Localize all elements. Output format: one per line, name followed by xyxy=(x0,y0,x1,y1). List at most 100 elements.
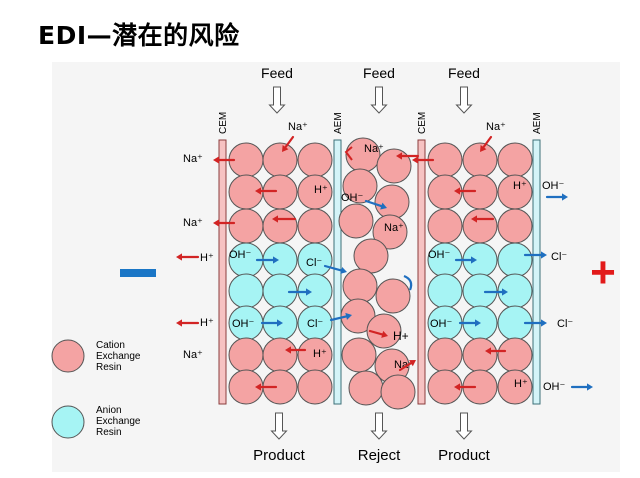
oh-arrow-m1 xyxy=(364,199,387,210)
cl-arrow-l1 xyxy=(323,264,347,274)
h-arrow-l1 xyxy=(255,187,278,195)
legend-anion-text-2: Resin xyxy=(96,427,122,438)
na-ion-label-l2: Na⁺ xyxy=(183,153,203,165)
na-arrow-l4 xyxy=(272,215,297,223)
oh-ion-label-r1: OH⁻ xyxy=(542,180,565,192)
oh-arrow-l2 xyxy=(260,319,283,327)
cation-bead-right-2-2 xyxy=(497,208,533,244)
anion-bead-right-3-2 xyxy=(497,242,533,278)
product-label-left: Product xyxy=(253,447,306,464)
cation-bead-right-7-2 xyxy=(497,369,533,405)
cl-arrow-r3-head xyxy=(541,319,547,327)
cl-arrow-l3-head xyxy=(345,312,352,320)
legend-cation-text-1: Exchange xyxy=(96,351,141,362)
cation-bead-right-2-0 xyxy=(427,208,463,244)
cl-arrow-l1-shaft xyxy=(323,264,343,272)
cl-ion-label-r2: Cl⁻ xyxy=(557,318,573,330)
cation-bead-middle-2 xyxy=(342,168,378,204)
oh-arrow-r2 xyxy=(454,256,477,264)
h-ion-label-l2: H⁺ xyxy=(200,252,214,264)
na-arrow-r4-head xyxy=(485,347,491,355)
cl-ion-label-l2: Cl⁻ xyxy=(307,318,323,330)
oh-arrow-r4-head xyxy=(587,383,593,391)
na-arrow-r1-head xyxy=(480,145,487,152)
feed-arrow-center xyxy=(370,86,388,114)
na-arrow-r1 xyxy=(480,135,493,152)
oh-ion-label-l1: OH⁻ xyxy=(229,249,252,261)
h-arrow-m1-head xyxy=(381,330,388,338)
cation-bead-middle-7 xyxy=(342,268,378,304)
oh-arrow-m1-shaft xyxy=(364,199,383,208)
cl-arrow-r2-head xyxy=(502,288,508,296)
h-ion-label-l4: H⁺ xyxy=(313,348,327,360)
na-arrow-r2-head xyxy=(412,156,418,164)
na-arrow-l1-shaft xyxy=(284,135,295,149)
product-arrow-left xyxy=(270,412,288,440)
oh-arrow-r2-head xyxy=(471,256,477,264)
oh-arrow-r4 xyxy=(570,383,593,391)
h-arrow-m1-shaft xyxy=(368,329,384,336)
cation-bead-right-2-1 xyxy=(462,208,498,244)
na-arrow-m2-head xyxy=(409,360,416,367)
oh-arrow-r3-head xyxy=(475,319,481,327)
reject-label: Reject xyxy=(358,447,401,464)
h-arrow-r4 xyxy=(454,383,477,391)
cation-bead-left-2-1 xyxy=(262,208,298,244)
na-arrow-r1-shaft xyxy=(482,135,493,149)
cation-bead-right-0-1 xyxy=(462,142,498,178)
oh-arrow-r1 xyxy=(545,193,568,201)
cation-bead-left-2-0 xyxy=(228,208,264,244)
feed-arrow-left xyxy=(268,86,286,114)
cl-arrow-l2 xyxy=(287,288,312,296)
feed-label-right: Feed xyxy=(448,65,480,81)
cation-bead-middle-11 xyxy=(341,337,377,373)
cation-bead-middle-5 xyxy=(372,214,408,250)
na-arrow-l3 xyxy=(213,219,236,227)
h-ion-label-l1: H⁺ xyxy=(314,184,328,196)
cl-arrow-l2-head xyxy=(306,288,312,296)
oh-ion-label-r4: OH⁻ xyxy=(543,381,566,393)
na-ion-label-m1: Na⁺ xyxy=(364,143,384,155)
na-arrow-r2 xyxy=(412,156,435,164)
cation-bead-left-7-2 xyxy=(297,369,333,405)
na-ion-label-l3: Na⁺ xyxy=(183,217,203,229)
h-arrow-l2-head xyxy=(176,253,182,261)
aem-membrane-left xyxy=(333,139,342,405)
na-arrow-l2-head xyxy=(213,156,219,164)
na-ion-label-m2: Na⁺ xyxy=(384,222,404,234)
cation-bead-left-0-1 xyxy=(262,142,298,178)
cl-arrow-l1-head xyxy=(340,266,347,274)
h-arrow-l1-head xyxy=(255,187,261,195)
na-ion-label-r1: Na⁺ xyxy=(486,121,506,133)
legend-anion-text-0: Anion xyxy=(96,405,122,416)
oh-ion-label-r2: OH⁻ xyxy=(428,249,451,261)
cation-bead-right-6-0 xyxy=(427,337,463,373)
h-arrow-r4-head xyxy=(454,383,460,391)
reject-arrow xyxy=(370,412,388,440)
cl-arrow-r1 xyxy=(523,251,547,259)
h-ion-label-r2: H⁺ xyxy=(514,378,528,390)
na-arrow-m1-head xyxy=(396,152,402,160)
oh-ion-label-r3: OH⁻ xyxy=(430,318,453,330)
cation-bead-middle-6 xyxy=(353,238,389,274)
h-arrow-m1 xyxy=(368,329,388,338)
cation-bead-middle-14 xyxy=(380,374,416,410)
na-arrow-l1 xyxy=(282,135,295,152)
cation-bead-left-2-2 xyxy=(297,208,333,244)
legend-cation-swatch xyxy=(51,339,85,373)
cation-bead-right-6-2 xyxy=(497,337,533,373)
cem-label-left: CEM xyxy=(218,112,229,134)
na-arrow-m2 xyxy=(398,360,416,372)
cl-ion-label-r1: Cl⁻ xyxy=(551,251,567,263)
na-ion-label-l4: Na⁺ xyxy=(183,349,203,361)
oh-arrow-l1-head xyxy=(273,256,279,264)
feed-label-left: Feed xyxy=(261,65,293,81)
oh-arrow-m1-head xyxy=(380,202,387,210)
oh-ion-label-l2: OH⁻ xyxy=(232,318,255,330)
cation-bead-right-6-1 xyxy=(462,337,498,373)
h-ion-label-l3: H⁺ xyxy=(200,317,214,329)
oh-arrow-l2-head xyxy=(277,319,283,327)
legend-anion-swatch xyxy=(51,405,85,439)
cation-bead-middle-1 xyxy=(376,148,412,184)
